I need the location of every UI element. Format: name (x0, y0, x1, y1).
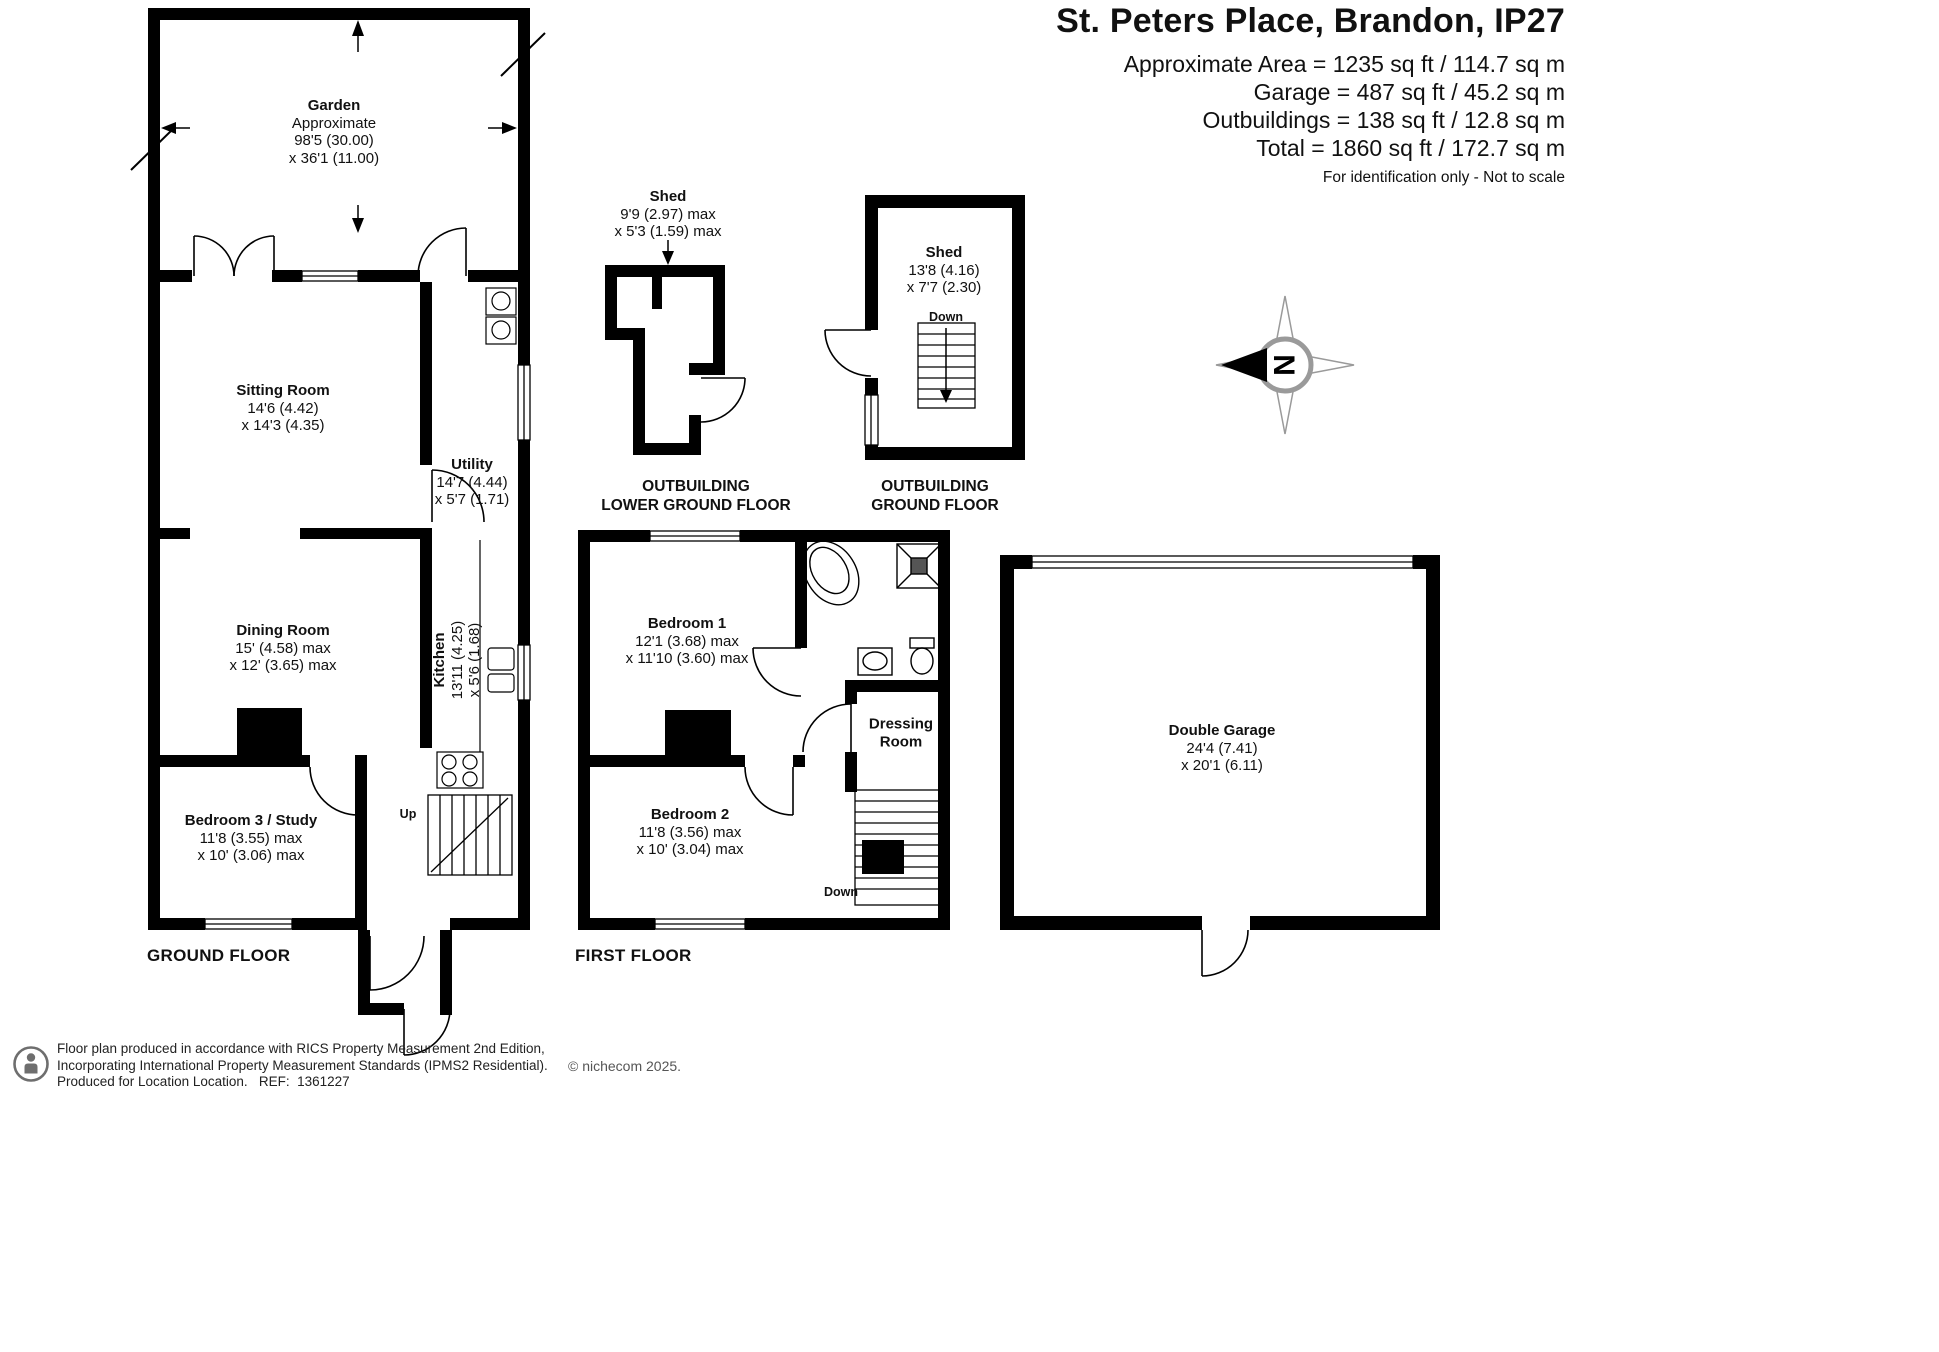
room-label-dining-room: Dining Room 15' (4.58) max x 12' (3.65) … (229, 621, 337, 674)
room-label-double-garage: Double Garage 24'4 (7.41) x 20'1 (6.11) (1168, 721, 1276, 774)
garden-wall-break-marks (130, 32, 546, 171)
footer-line-1: Floor plan produced in accordance with R… (57, 1041, 545, 1056)
outbuilding-lower-door (700, 377, 746, 423)
footer-line-2: Incorporating International Property Mea… (57, 1057, 548, 1073)
stairs-up-label: Up (399, 807, 417, 821)
garage-window (1031, 555, 1414, 569)
area-line-garage: Garage = 487 sq ft / 45.2 sq m (1253, 79, 1565, 105)
ground-floor-label: GROUND FLOOR (147, 946, 291, 965)
bath-icon (802, 540, 860, 606)
room-label-sitting-room: Sitting Room 14'6 (4.42) x 14'3 (4.35) (236, 381, 330, 434)
first-floor-windows (649, 530, 746, 930)
ground-floor-windows (204, 270, 531, 930)
area-summary: Approximate Area = 1235 sq ft / 114.7 sq… (1056, 50, 1565, 162)
footer-line-3: Produced for Location Location. REF: 136… (57, 1074, 350, 1089)
outbuilding-ground-door (824, 329, 872, 377)
first-floor-doors (744, 647, 852, 816)
bathroom-fixtures (802, 540, 942, 676)
outbuilding-ground-window (864, 394, 879, 446)
outbuilding-ground-stairs (917, 322, 976, 409)
compass-n-letter: N (1269, 354, 1302, 376)
stairs-down-label-outbuilding: Down (928, 310, 964, 324)
sink-icon (857, 647, 893, 676)
rics-person-icon (13, 1046, 49, 1082)
room-label-bedroom1: Bedroom 1 12'1 (3.68) max x 11'10 (3.60)… (625, 614, 749, 667)
disclaimer: For identification only - Not to scale (1322, 169, 1565, 186)
shed-pointer-arrow (662, 240, 674, 265)
room-label-garden: Garden Approximate 98'5 (30.00) x 36'1 (… (288, 97, 380, 167)
ground-floor-doors (193, 227, 485, 1056)
outbuilding-lower-label: OUTBUILDING LOWER GROUND FLOOR (601, 478, 791, 514)
room-label-utility: Utility 14'7 (4.44) x 5'7 (1.71) (434, 455, 510, 508)
stairs-down-label-first-floor: Down (823, 885, 859, 899)
area-line-outbuildings: Outbuildings = 138 sq ft / 12.8 sq m (1202, 107, 1565, 133)
garage-door (1201, 929, 1249, 977)
garden-dimension-arrows (161, 20, 517, 233)
outbuilding-lower-walls (605, 265, 725, 455)
outbuilding-ground-label: OUTBUILDING GROUND FLOOR (871, 478, 999, 514)
area-line-total: Total = 1860 sq ft / 172.7 sq m (1256, 135, 1565, 161)
first-floor-stairs (854, 789, 946, 906)
outbuilding-ground-walls (865, 195, 1025, 460)
ground-floor-stairs (427, 794, 513, 876)
copyright: © nichecom 2025. (568, 1058, 682, 1074)
garden-walls (148, 8, 530, 282)
room-label-bedroom3-study: Bedroom 3 / Study 11'8 (3.55) max x 10' … (184, 811, 318, 864)
toilet-icon (909, 637, 935, 675)
room-label-shed-lower: Shed 9'9 (2.97) max x 5'3 (1.59) max (614, 187, 722, 240)
page-title: St. Peters Place, Brandon, IP27 (1056, 2, 1565, 40)
ground-floor-walls (148, 270, 530, 1015)
room-label-dressing-room: Dressing Room (868, 715, 934, 751)
header: St. Peters Place, Brandon, IP27 Approxim… (1056, 2, 1565, 187)
first-floor-label: FIRST FLOOR (575, 946, 692, 965)
garage-walls (1000, 555, 1440, 930)
area-line-approximate: Approximate Area = 1235 sq ft / 114.7 sq… (1123, 51, 1565, 77)
footer-text: Floor plan produced in accordance with R… (57, 1041, 548, 1091)
room-label-kitchen: Kitchen 13'11 (4.25) x 5'6 (1.68) (430, 620, 483, 700)
shower-icon (896, 543, 942, 589)
kitchen-fixtures (436, 540, 515, 789)
compass: N (1215, 295, 1355, 435)
room-label-bedroom2: Bedroom 2 11'8 (3.56) max x 10' (3.04) m… (636, 805, 744, 858)
room-label-shed-ground: Shed 13'8 (4.16) x 7'7 (2.30) (906, 243, 982, 296)
compass-north-arrow-icon (1221, 348, 1267, 382)
first-floor-walls (578, 530, 950, 930)
utility-appliances (485, 287, 517, 345)
